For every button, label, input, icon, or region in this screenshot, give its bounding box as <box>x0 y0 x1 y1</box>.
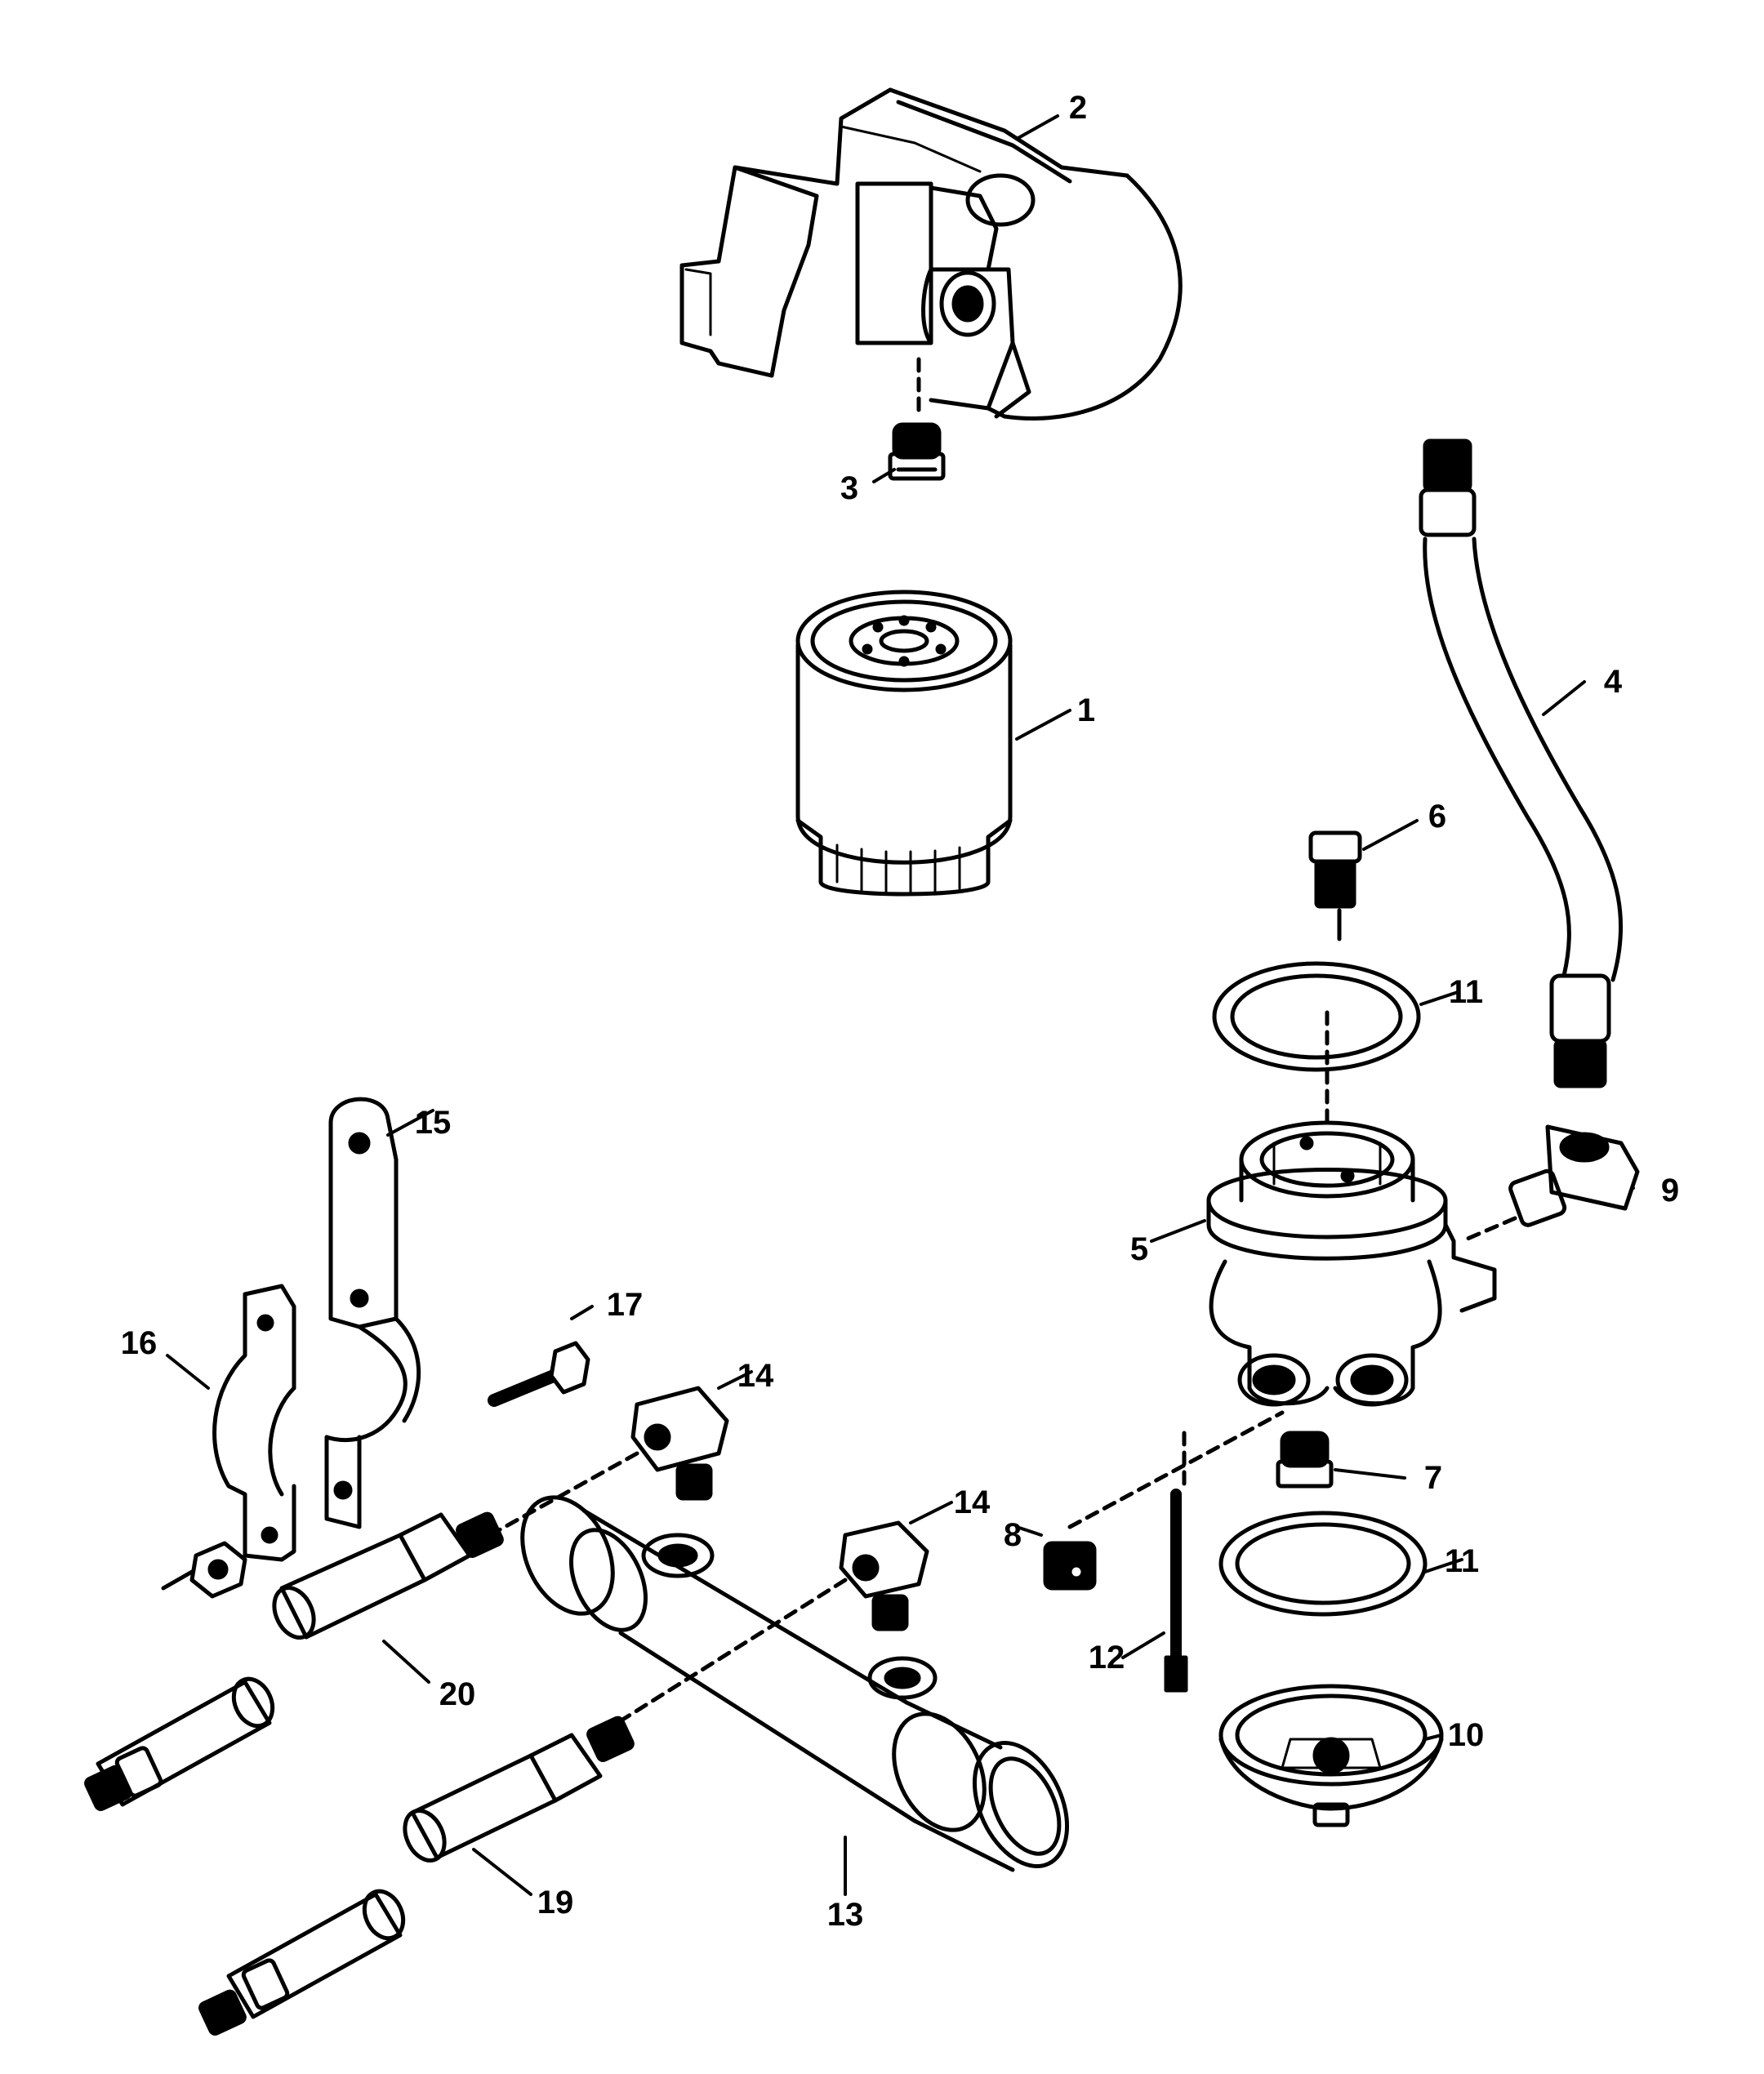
callout-4: 4 <box>1603 664 1623 700</box>
through-bolt-drawing <box>1164 1431 1188 1693</box>
leader-11b <box>1423 1558 1463 1573</box>
leader-6 <box>1362 819 1419 851</box>
nut-drawing <box>161 1541 247 1599</box>
oil-hose-drawing <box>1419 438 1624 1088</box>
leader-14a <box>717 1370 753 1390</box>
base-plug-drawing <box>1276 1431 1334 1489</box>
leader-20 <box>382 1640 430 1684</box>
callout-12: 12 <box>1088 1640 1125 1676</box>
leader-4 <box>1542 680 1586 716</box>
callout-19: 19 <box>537 1885 574 1920</box>
leader-lines <box>166 114 1635 1896</box>
filter-base-drawing <box>1206 1010 1497 1407</box>
leader-14b <box>909 1501 953 1524</box>
leader-2 <box>1015 114 1059 140</box>
hose-upper-drawing <box>84 1511 504 1811</box>
callout-11-lower: 11 <box>1444 1543 1480 1579</box>
callout-6: 6 <box>1428 799 1447 834</box>
leader-19 <box>472 1848 532 1896</box>
leader-15 <box>386 1109 434 1137</box>
adapter-plug-drawing <box>888 422 946 481</box>
leader-12 <box>1121 1631 1165 1659</box>
leader-11a <box>1419 990 1459 1006</box>
o-ring-upper-drawing <box>1212 961 1421 1072</box>
callout-13: 13 <box>826 1897 864 1933</box>
elbow-fitting-lower-drawing <box>602 1520 929 1734</box>
callout-10: 10 <box>1447 1717 1485 1753</box>
oil-cooler-drawing <box>520 1495 1070 1872</box>
leader-17 <box>570 1305 594 1320</box>
clamp-drawing <box>212 1284 296 1562</box>
pipe-plug-drawing <box>1043 1410 1285 1591</box>
elbow-fitting-right-drawing <box>1459 1124 1640 1244</box>
check-valve-drawing <box>1308 830 1362 941</box>
callout-11-upper: 11 <box>1448 974 1484 1010</box>
mounting-bracket-drawing <box>324 1097 421 1529</box>
screw-drawing <box>488 1341 590 1407</box>
callout-2: 2 <box>1068 90 1088 126</box>
leader-7 <box>1334 1468 1406 1480</box>
oil-filter-drawing <box>795 590 1013 897</box>
o-ring-lower-drawing <box>1218 1511 1428 1617</box>
callout-16: 16 <box>120 1325 158 1361</box>
callout-3: 3 <box>840 470 859 506</box>
callout-20: 20 <box>439 1676 476 1712</box>
callout-7: 7 <box>1423 1460 1443 1496</box>
callout-17: 17 <box>606 1287 644 1323</box>
callout-14-lower: 14 <box>953 1484 991 1520</box>
callout-9: 9 <box>1660 1173 1680 1208</box>
leader-10 <box>1423 1734 1443 1741</box>
callout-14-upper: 14 <box>737 1358 774 1394</box>
base-cover-drawing <box>1218 1684 1444 1827</box>
hose-lower-drawing <box>198 1716 635 2036</box>
callout-15: 15 <box>414 1105 452 1141</box>
leader-1 <box>1015 709 1071 741</box>
callout-8: 8 <box>1003 1517 1022 1553</box>
leader-3 <box>872 468 896 483</box>
elbow-fitting-upper-drawing <box>488 1386 729 1538</box>
filter-adapter-housing-drawing <box>679 87 1183 421</box>
callout-5: 5 <box>1129 1231 1149 1267</box>
leader-5 <box>1150 1219 1206 1243</box>
callout-1: 1 <box>1076 692 1096 728</box>
leader-8 <box>1015 1525 1043 1537</box>
leader-16 <box>166 1354 210 1390</box>
